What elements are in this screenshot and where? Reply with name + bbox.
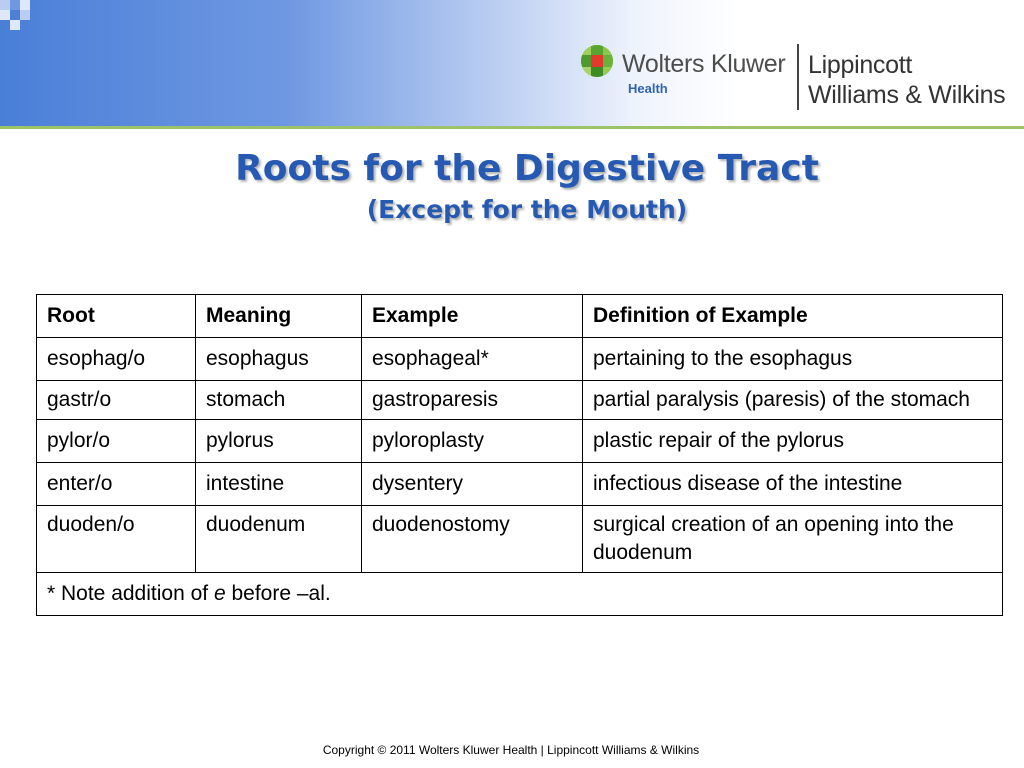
cell-root: duoden/o bbox=[36, 505, 196, 573]
cell-definition: surgical creation of an opening into the… bbox=[582, 505, 1003, 573]
wolters-kluwer-globe-icon bbox=[581, 45, 613, 77]
cell-root: enter/o bbox=[36, 462, 196, 506]
header-rule bbox=[0, 126, 1024, 129]
table-row: esophag/o esophagus esophageal* pertaini… bbox=[36, 337, 1003, 381]
cell-definition: plastic repair of the pylorus bbox=[582, 419, 1003, 463]
slide-subtitle: (Except for the Mouth) bbox=[366, 195, 688, 224]
cell-definition: infectious disease of the intestine bbox=[582, 462, 1003, 506]
logo-divider bbox=[797, 44, 799, 110]
cell-example: dysentery bbox=[361, 462, 583, 506]
cell-example: duodenostomy bbox=[361, 505, 583, 573]
cell-definition: partial paralysis (paresis) of the stoma… bbox=[582, 380, 1003, 420]
table-note: * Note addition of e before –al. bbox=[36, 572, 1003, 616]
slide-title: Roots for the Digestive Tract bbox=[235, 148, 819, 189]
header-root: Root bbox=[36, 294, 196, 338]
publisher-line-2: Williams & Wilkins bbox=[808, 81, 1006, 109]
header-example: Example bbox=[361, 294, 583, 338]
cell-example: gastroparesis bbox=[361, 380, 583, 420]
copyright-footer: Copyright © 2011 Wolters Kluwer Health |… bbox=[0, 743, 1024, 757]
cell-root: gastr/o bbox=[36, 380, 196, 420]
logo-publisher-name: Lippincott Williams & Wilkins bbox=[808, 50, 1006, 110]
cell-root: pylor/o bbox=[36, 419, 196, 463]
cell-meaning: intestine bbox=[195, 462, 362, 506]
table-note-row: * Note addition of e before –al. bbox=[36, 572, 1003, 616]
cell-meaning: stomach bbox=[195, 380, 362, 420]
roots-table: Root Meaning Example Definition of Examp… bbox=[36, 294, 1003, 616]
cell-root: esophag/o bbox=[36, 337, 196, 381]
table-row: pylor/o pylorus pyloroplasty plastic rep… bbox=[36, 419, 1003, 463]
cell-definition: pertaining to the esophagus bbox=[582, 337, 1003, 381]
logo-division-name: Health bbox=[628, 81, 668, 96]
header-band bbox=[0, 0, 1024, 128]
table-row: gastr/o stomach gastroparesis partial pa… bbox=[36, 380, 1003, 420]
publisher-line-1: Lippincott bbox=[808, 51, 913, 79]
header-meaning: Meaning bbox=[195, 294, 362, 338]
cell-meaning: duodenum bbox=[195, 505, 362, 573]
note-emphasis: e bbox=[213, 582, 226, 605]
note-prefix: * Note addition of bbox=[47, 582, 214, 605]
copyright-text: Copyright © 2011 Wolters Kluwer Health |… bbox=[322, 743, 700, 757]
cell-meaning: pylorus bbox=[195, 419, 362, 463]
logo-company-name: Wolters Kluwer bbox=[622, 50, 786, 78]
cell-example: pyloroplasty bbox=[361, 419, 583, 463]
cell-meaning: esophagus bbox=[195, 337, 362, 381]
table-header-row: Root Meaning Example Definition of Examp… bbox=[36, 294, 1003, 338]
table-row: duoden/o duodenum duodenostomy surgical … bbox=[36, 505, 1003, 573]
cell-example: esophageal* bbox=[361, 337, 583, 381]
header-definition: Definition of Example bbox=[582, 294, 1003, 338]
table-row: enter/o intestine dysentery infectious d… bbox=[36, 462, 1003, 506]
note-suffix: before –al. bbox=[225, 582, 331, 605]
